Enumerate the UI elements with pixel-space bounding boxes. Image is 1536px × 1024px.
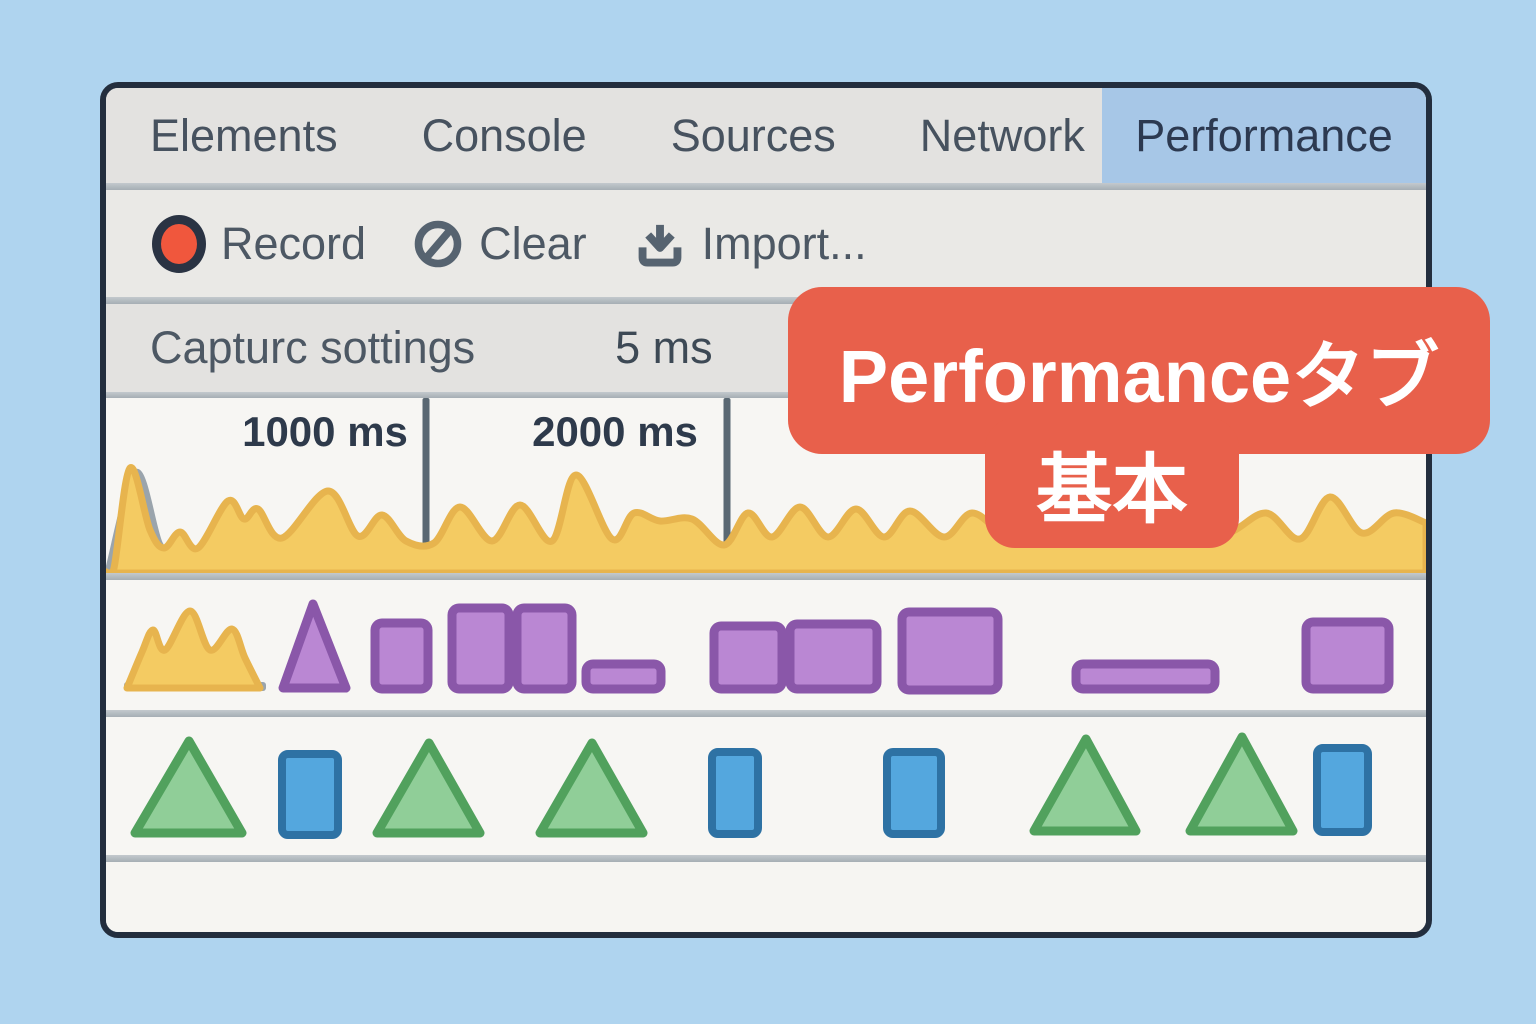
import-icon <box>638 224 681 266</box>
empty-row <box>106 862 1426 932</box>
ruler-label-1000ms: 1000 ms <box>242 408 408 455</box>
record-label: Record <box>221 217 367 269</box>
clear-icon <box>414 220 462 267</box>
clear-button[interactable]: Clear <box>412 218 587 270</box>
divider <box>106 183 1426 190</box>
import-button[interactable]: Import... <box>633 217 867 271</box>
main-thread-track[interactable] <box>106 580 1426 710</box>
tab-elements[interactable]: Elements <box>150 109 338 161</box>
capture-settings-label: Capturc sottings <box>150 322 476 373</box>
tab-bar: Elements Console Sources Network Perform… <box>106 88 1426 183</box>
toolbar: Record Clear Import... <box>106 190 1426 297</box>
clear-label: Clear <box>479 217 587 269</box>
divider <box>106 710 1426 717</box>
tab-performance[interactable]: Performance <box>1102 88 1426 183</box>
record-icon <box>152 214 206 273</box>
divider <box>106 855 1426 862</box>
capture-interval-value[interactable]: 5 ms <box>615 322 713 373</box>
divider <box>106 392 1426 398</box>
timeline-overview[interactable]: 1000 ms 2000 ms <box>106 398 1426 573</box>
interactions-track[interactable] <box>106 717 1426 855</box>
devtools-window: Elements Console Sources Network Perform… <box>100 82 1432 938</box>
divider <box>106 297 1426 304</box>
tab-console[interactable]: Console <box>421 109 587 161</box>
capture-settings-row[interactable]: Capturc sottings 5 ms <box>106 304 1426 392</box>
tab-sources[interactable]: Sources <box>670 109 836 161</box>
record-button[interactable]: Record <box>152 214 367 273</box>
tab-network[interactable]: Network <box>919 109 1085 161</box>
main-track-svg <box>123 599 1394 695</box>
bottom-track-svg <box>130 732 1372 839</box>
ruler-label-2000ms: 2000 ms <box>532 408 698 455</box>
divider <box>106 573 1426 580</box>
import-label: Import... <box>701 217 867 269</box>
